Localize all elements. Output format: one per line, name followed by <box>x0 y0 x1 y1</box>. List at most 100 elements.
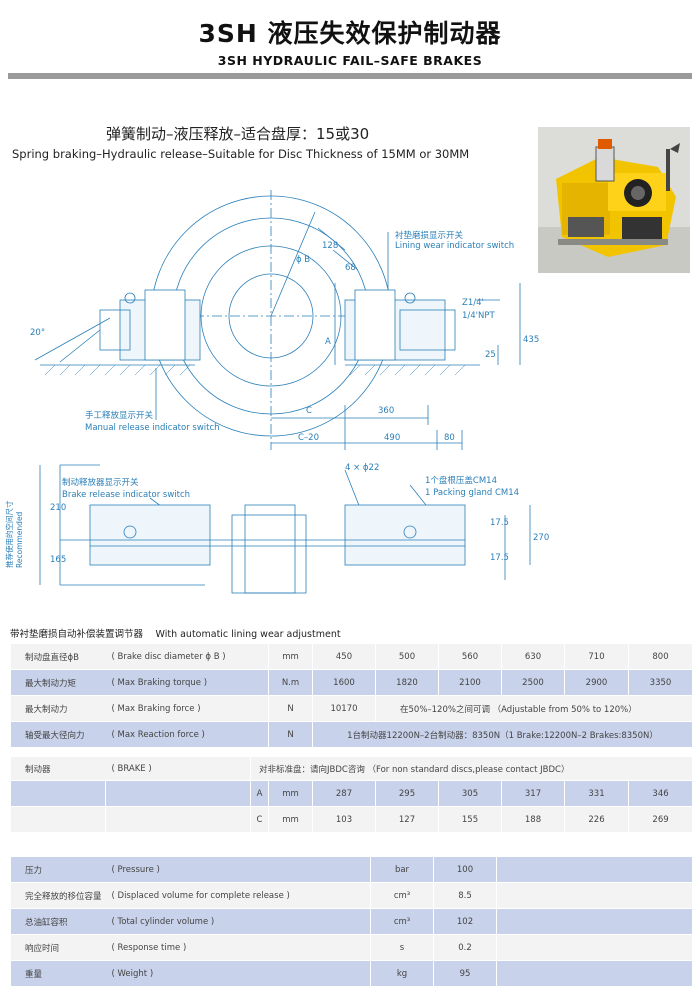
row-label-en: ( Weight ) <box>105 960 371 987</box>
label-brake-release-cn: 制动释放器显示开关 <box>62 477 139 488</box>
label-holes: 4 × ϕ22 <box>345 463 379 473</box>
label-recommended-en: Recommended <box>15 511 24 568</box>
cell-value: 331 <box>564 780 629 807</box>
row-label-cn: 压力 <box>10 856 106 883</box>
cell-value: 269 <box>627 806 694 833</box>
row-label-cn: 完全释放的移位容量 <box>10 882 106 909</box>
cell-value: 317 <box>501 780 565 807</box>
label-lining-en: Lining wear indicator switch <box>395 241 514 251</box>
cell-value: 2900 <box>564 669 629 696</box>
cell-value: 2100 <box>438 669 502 696</box>
cell-value: 127 <box>375 806 439 833</box>
table-row: C mm 103 127 155 188 226 269 <box>10 806 694 833</box>
row-label-en: ( Max Reaction force ) <box>105 721 269 748</box>
cell-value: 2500 <box>501 669 565 696</box>
cell-value: 102 <box>433 908 497 935</box>
cell-value: 1600 <box>312 669 376 696</box>
cell-value: 630 <box>501 643 565 670</box>
label-packing-en: 1 Packing gland CM14 <box>425 488 519 498</box>
cell-value: 0.2 <box>433 934 497 961</box>
row-label-en: ( Max Braking torque ) <box>105 669 269 696</box>
row-label-en: ( Brake disc diameter ϕ B ) <box>105 643 269 670</box>
subtitle-english: Spring braking–Hydraulic release–Suitabl… <box>12 147 470 161</box>
dim-360: 360 <box>378 406 394 416</box>
page-title: 3SH 液压失效保护制动器 <box>198 19 502 48</box>
dim-17-5-b: 17.5 <box>490 553 509 563</box>
cell-value: 295 <box>375 780 439 807</box>
cell-value: 95 <box>433 960 497 987</box>
row-label-en: ( Max Braking force ) <box>105 695 269 722</box>
label-angle: 20° <box>30 328 45 338</box>
cell-value: 800 <box>628 643 693 670</box>
cell-value: 1820 <box>375 669 439 696</box>
row-label-cn: 重量 <box>10 960 106 987</box>
cell-value: 560 <box>438 643 502 670</box>
dim-210: 210 <box>50 503 66 513</box>
row-unit: kg <box>370 960 434 987</box>
row-label-cn: 制动盘直径ϕB <box>10 643 106 670</box>
table-row: 总油缸容积 ( Total cylinder volume ) cm³ 102 <box>10 908 693 935</box>
cell-value: 346 <box>627 780 694 807</box>
row-unit: bar <box>370 856 434 883</box>
label-port2: 1/4'NPT <box>462 311 496 321</box>
table-row: 重量 ( Weight ) kg 95 <box>10 960 693 987</box>
dim-17-5-a: 17.5 <box>490 518 509 528</box>
title-divider <box>8 73 692 79</box>
cell-note: 1台制动器12200N–2台制动器：8350N（1 Brake:12200N–2… <box>312 721 693 748</box>
spec-table-main: 制动盘直径ϕB ( Brake disc diameter ϕ B ) mm 4… <box>10 643 693 748</box>
cell-value: 500 <box>375 643 439 670</box>
row-key: A <box>250 780 269 807</box>
dim-A: A <box>325 337 331 347</box>
table-row: 最大制动力矩 ( Max Braking torque ) N.m 1600 1… <box>10 669 693 696</box>
row-label-en: ( Pressure ) <box>105 856 371 883</box>
row-unit: cm³ <box>370 882 434 909</box>
row-label-en: ( Response time ) <box>105 934 371 961</box>
label-recommended-cn: 推荐使用的空间尺寸 <box>4 500 14 568</box>
dim-68: 68 <box>345 263 356 273</box>
table-row: A mm 287 295 305 317 331 346 <box>10 780 694 807</box>
table-row: 制动盘直径ϕB ( Brake disc diameter ϕ B ) mm 4… <box>10 643 693 670</box>
dim-C-20: C–20 <box>298 433 319 443</box>
row-unit: N.m <box>268 669 313 696</box>
cell-note: 在50%–120%之间可调 （Adjustable from 50% to 12… <box>375 695 693 722</box>
row-label-cn: 响应时间 <box>10 934 106 961</box>
dim-128: 128 <box>322 241 338 251</box>
row-unit: s <box>370 934 434 961</box>
cell-value: 10170 <box>312 695 376 722</box>
row-label-en: ( Displaced volume for complete release … <box>105 882 371 909</box>
cell-value: 287 <box>312 780 376 807</box>
row-unit: mm <box>268 643 313 670</box>
cell-value: 450 <box>312 643 376 670</box>
dim-490: 490 <box>384 433 400 443</box>
row-unit: N <box>268 695 313 722</box>
cell-value: 226 <box>564 806 629 833</box>
label-manual-en: Manual release indicator switch <box>85 423 220 433</box>
row-label-cn: 制动器 <box>10 756 106 781</box>
row-unit: mm <box>268 806 313 833</box>
dim-C: C <box>306 406 312 416</box>
label-brake-release-en: Brake release indicator switch <box>62 490 190 500</box>
subtitle-chinese: 弹簧制动–液压释放–适合盘厚：15或30 <box>106 125 370 143</box>
table-row: 压力 ( Pressure ) bar 100 <box>10 856 693 883</box>
dim-435: 435 <box>523 335 539 345</box>
product-photo <box>538 127 690 273</box>
row-label-cn: 最大制动力矩 <box>10 669 106 696</box>
table-caption: 带衬垫磨损自动补偿装置调节器 With automatic lining wea… <box>10 629 341 640</box>
cell-value: 155 <box>438 806 502 833</box>
row-label-cn: 总油缸容积 <box>10 908 106 935</box>
cell-value: 3350 <box>628 669 693 696</box>
dim-80: 80 <box>444 433 455 443</box>
cell-value: 710 <box>564 643 629 670</box>
label-port1: Z1/4' <box>462 298 484 308</box>
row-key: C <box>250 806 269 833</box>
cell-value: 103 <box>312 806 376 833</box>
cell-value: 188 <box>501 806 565 833</box>
spec-table-hydraulic: 压力 ( Pressure ) bar 100 完全释放的移位容量 ( Disp… <box>10 856 693 987</box>
cell-value: 305 <box>438 780 502 807</box>
row-label-en: ( BRAKE ) <box>105 756 251 781</box>
table-row: 轴受最大径向力 ( Max Reaction force ) N 1台制动器12… <box>10 721 693 748</box>
table-row: 完全释放的移位容量 ( Displaced volume for complet… <box>10 882 693 909</box>
table-row: 响应时间 ( Response time ) s 0.2 <box>10 934 693 961</box>
table-row: 制动器 ( BRAKE ) 对非标准盘：请向JBDC咨询 （For non st… <box>10 756 694 781</box>
row-label-cn: 轴受最大径向力 <box>10 721 106 748</box>
